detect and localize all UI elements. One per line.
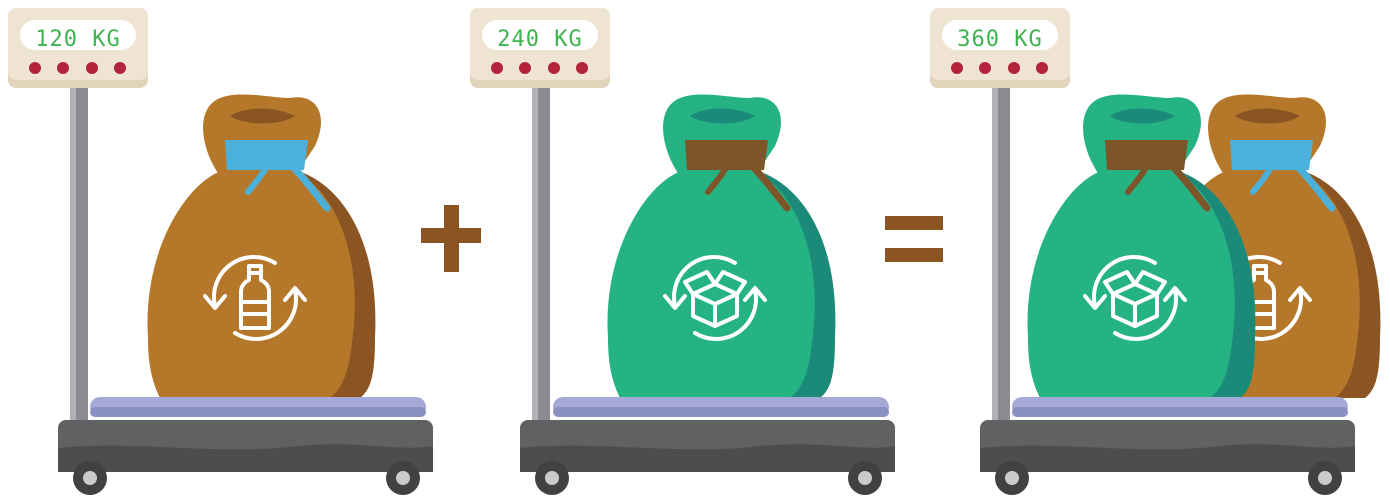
plastic-bag [147,94,375,398]
scale-2: 240 KG [470,8,895,495]
scale-1: 120 KG [8,8,433,495]
paper-bag [607,94,835,398]
scale-readout: 240 KG [497,27,582,52]
plus-sign [421,205,481,272]
scale-3: 360 KG [930,8,1380,495]
equals-sign [885,216,943,262]
scale-readout: 360 KG [957,27,1042,52]
scale-readout: 120 KG [35,27,120,52]
